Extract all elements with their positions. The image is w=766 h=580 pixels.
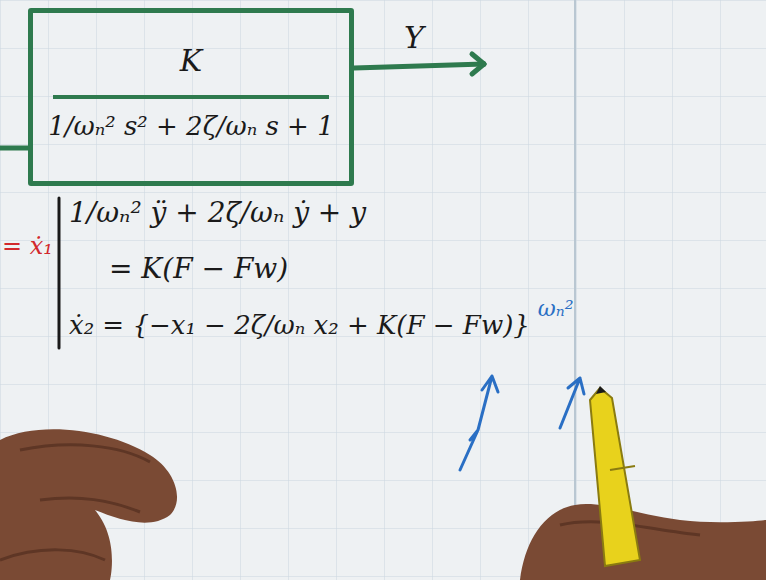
input-wire (0, 146, 28, 151)
equation-ref: = ẋ₁ (2, 232, 53, 260)
equation: = K(F − Fw) (109, 252, 288, 285)
equation: 1/ωₙ² ÿ + 2ζ/ωₙ ẏ + y (69, 196, 366, 229)
right-hand (520, 504, 766, 580)
output-wire (354, 64, 484, 68)
state-equation: ẋ₂ = {−x₁ − 2ζ/ωₙ x₂ + K(F − Fw)} (69, 310, 530, 340)
equation-bar (58, 198, 61, 348)
left-hand (0, 429, 177, 580)
marker-pen (590, 386, 640, 566)
multiplier: ωₙ² (538, 296, 574, 321)
denominator: 1/ωₙ² s² + 2ζ/ωₙ s + 1 (33, 111, 349, 141)
output-arrowhead (472, 64, 484, 74)
signal-name: Y (404, 20, 424, 55)
sheet-fold (574, 0, 576, 580)
fraction-bar (53, 95, 329, 99)
transfer-function-box: K 1/ωₙ² s² + 2ζ/ωₙ s + 1 (28, 8, 354, 186)
pointer-arrow (460, 376, 584, 470)
numerator: K (33, 43, 349, 78)
